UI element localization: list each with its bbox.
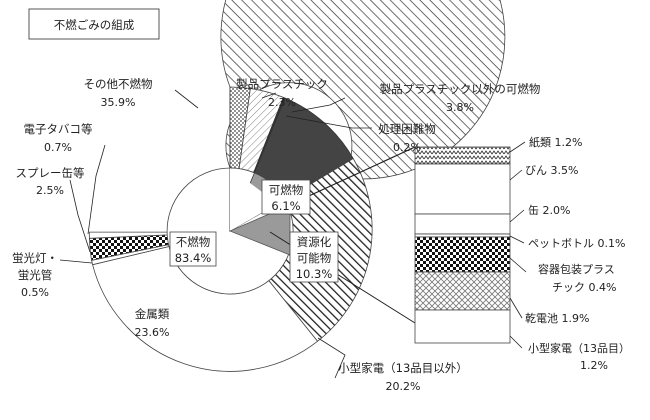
title-box xyxy=(28,8,160,40)
bar-youki-label-2: チック 0.4% xyxy=(552,281,616,294)
igai-value: 3.8% xyxy=(446,101,474,114)
kinzoku-value: 23.6% xyxy=(135,326,170,339)
shigen-value: 10.3% xyxy=(296,267,333,281)
breakdown-bar xyxy=(414,146,511,344)
kogata-name: 小型家電（13品目以外） xyxy=(338,361,468,375)
bar-denchi-label: 乾電池 1.9% xyxy=(525,312,589,325)
keiko-name-2: 蛍光管 xyxy=(18,268,53,282)
bar-bin-label: びん 3.5% xyxy=(525,164,578,177)
sonota-value: 35.9% xyxy=(101,96,136,109)
spray-value: 2.5% xyxy=(36,184,64,197)
keiko-name-1: 蛍光灯・ xyxy=(12,251,58,265)
bar-denchi xyxy=(414,271,511,311)
shori-name: 処理困難物 xyxy=(378,122,436,136)
hunen-label-box xyxy=(169,231,217,267)
bar-pet-label: ペットボトル 0.1% xyxy=(528,237,625,250)
seihin-value: 2.3% xyxy=(268,96,296,109)
inner-hunen-wedge xyxy=(230,168,291,231)
kinzoku-name: 金属類 xyxy=(135,307,170,321)
kanen-label-box xyxy=(261,179,311,215)
shigen-name-2: 可能物 xyxy=(297,251,332,265)
bar-kogata-label-2: 1.2% xyxy=(580,359,608,372)
bar-pet xyxy=(414,233,511,238)
denshi-value: 0.7% xyxy=(44,141,72,154)
bar-kan-label: 缶 2.0% xyxy=(528,203,570,217)
bar-kami xyxy=(414,146,511,165)
bar-kami-label: 紙類 1.2% xyxy=(529,135,582,149)
shori-value: 0.2% xyxy=(393,141,421,154)
spray-name: スプレー缶等 xyxy=(16,166,85,180)
bar-leaders xyxy=(509,141,527,349)
bar-bin xyxy=(414,163,511,215)
bar-youki xyxy=(414,236,511,273)
kanen-value: 6.1% xyxy=(271,199,300,213)
chart-title: 不燃ごみの組成 xyxy=(54,18,135,32)
keiko-value: 0.5% xyxy=(21,286,49,299)
hunen-value: 83.4% xyxy=(175,251,212,265)
sonota-name: その他不燃物 xyxy=(84,77,153,91)
bar-kogata-label-1: 小型家電（13品目） xyxy=(528,341,630,355)
bar-kogata xyxy=(414,309,511,344)
bar-kan xyxy=(414,213,511,235)
kanen-name: 可燃物 xyxy=(269,183,304,197)
shigen-name-1: 資源化 xyxy=(297,235,332,249)
hunen-name: 不燃物 xyxy=(176,235,211,249)
leader-lines xyxy=(59,89,372,379)
igai-name: 製品プラスチック以外の可燃物 xyxy=(380,82,541,96)
shigen-label-box xyxy=(289,231,339,283)
denshi-name: 電子タバコ等 xyxy=(24,122,93,136)
inner-gray-triangle xyxy=(228,204,291,256)
bar-youki-label-1: 容器包装プラス xyxy=(538,262,615,276)
kogata-value: 20.2% xyxy=(386,380,421,393)
seihin-name: 製品プラスチック xyxy=(236,77,328,91)
